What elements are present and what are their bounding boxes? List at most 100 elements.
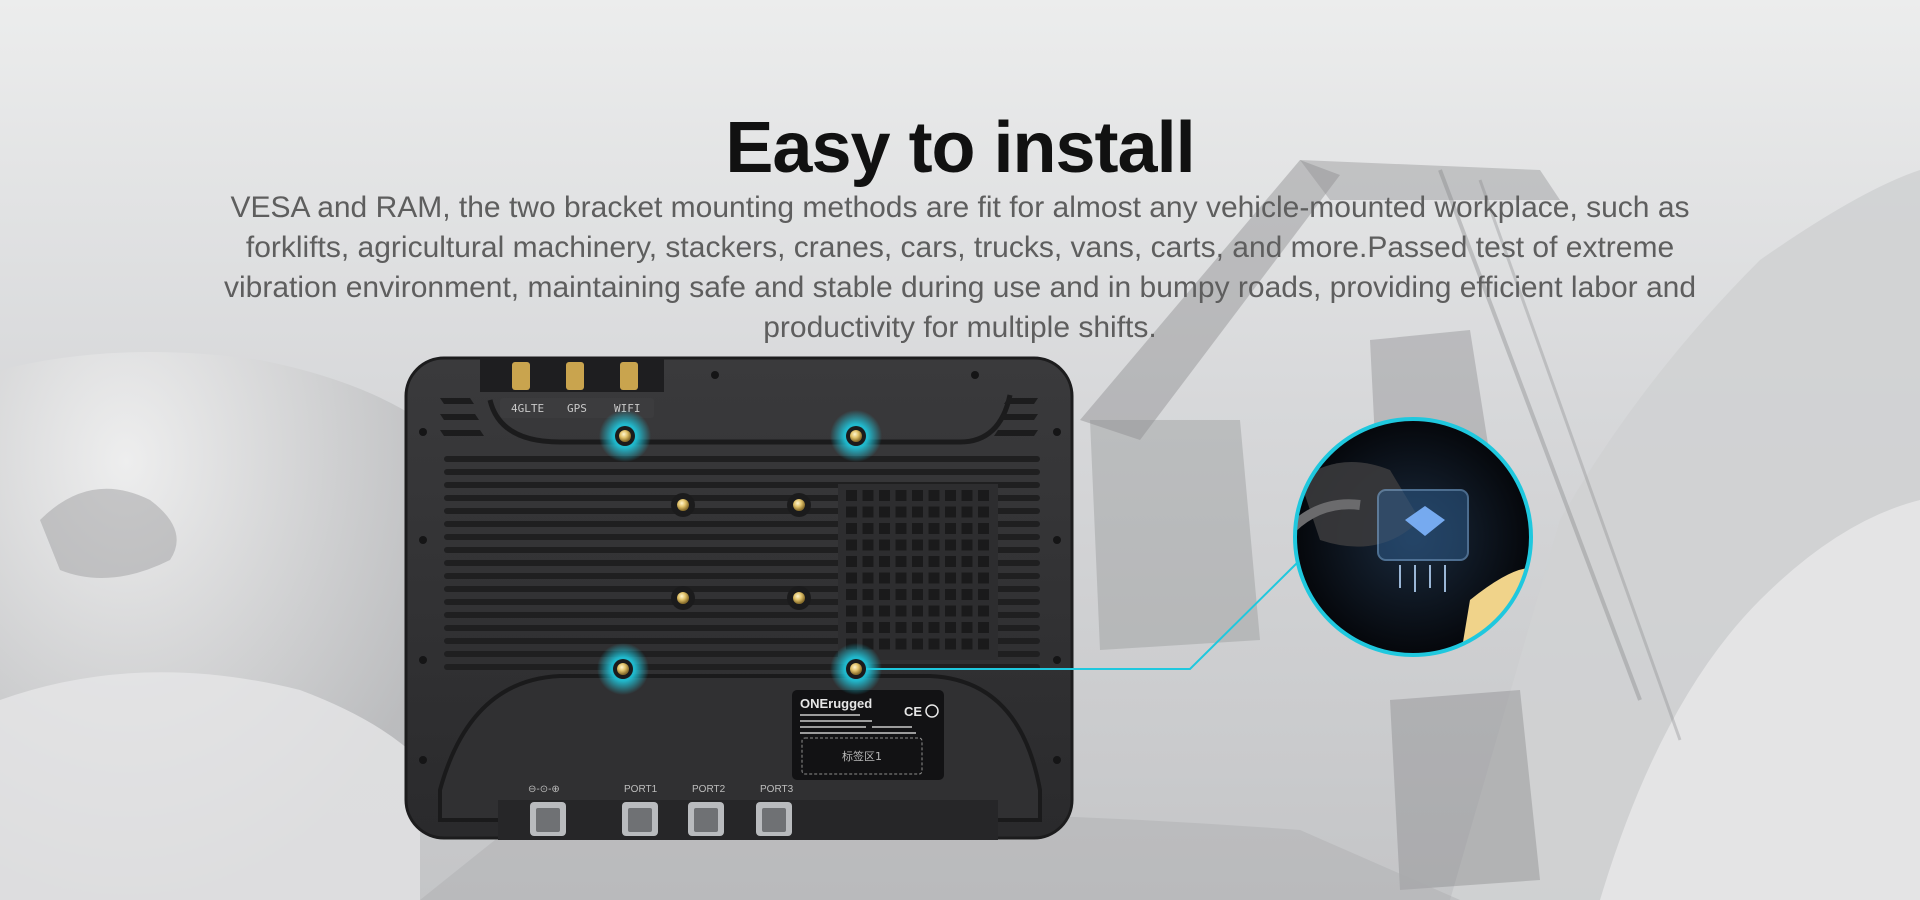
- grille-cell: [978, 490, 989, 501]
- grille-cell: [879, 622, 890, 633]
- grille-cell: [846, 572, 857, 584]
- power-port-symbol: ⊖-⊙-⊕: [528, 784, 560, 795]
- grille-cell: [912, 556, 923, 567]
- grille-cell: [961, 523, 973, 534]
- grille-cell: [928, 572, 940, 584]
- grille-cell: [961, 556, 973, 567]
- grille-cell: [862, 605, 874, 617]
- grille-cell: [846, 539, 857, 551]
- grille-cell: [879, 589, 890, 600]
- grille-cell: [846, 589, 857, 600]
- antenna-label-4glte: 4GLTE: [511, 402, 544, 415]
- grille-cell: [912, 506, 923, 518]
- grille-cell: [895, 506, 907, 518]
- grille-cell: [945, 589, 956, 600]
- grille-cell: [961, 638, 973, 650]
- grille-cell: [895, 490, 907, 501]
- grille-cell: [912, 490, 923, 501]
- grille-cell: [978, 506, 989, 518]
- grille-cell: [978, 589, 989, 600]
- grille-cell: [879, 490, 890, 501]
- grille-cell: [879, 539, 890, 551]
- grille-cell: [862, 523, 874, 534]
- page-description: VESA and RAM, the two bracket mounting m…: [223, 191, 1697, 344]
- grille-cell: [846, 605, 857, 617]
- grille-cell: [912, 589, 923, 600]
- grille-cell: [978, 556, 989, 567]
- grille-cell: [978, 523, 989, 534]
- grille-cell: [895, 605, 907, 617]
- grille-cell: [862, 490, 874, 501]
- grille-cell: [895, 638, 907, 650]
- grille-cell: [895, 572, 907, 584]
- grille-cell: [862, 506, 874, 518]
- grille-cell: [846, 506, 857, 518]
- grille-cell: [961, 622, 973, 633]
- callout-line: [866, 559, 1301, 670]
- grille-cell: [928, 622, 940, 633]
- grille-cell: [862, 622, 874, 633]
- grille-cell: [928, 539, 940, 551]
- grille-cell: [895, 556, 907, 567]
- grille-cell: [862, 539, 874, 551]
- grille-cell: [895, 589, 907, 600]
- label-area-text: 标签区1: [842, 749, 882, 763]
- grille-cell: [895, 622, 907, 633]
- grille-cell: [846, 556, 857, 567]
- grille-cell: [961, 572, 973, 584]
- grille-cell: [945, 638, 956, 650]
- grille-cell: [862, 556, 874, 567]
- grille-cell: [862, 589, 874, 600]
- grille-cell: [928, 506, 940, 518]
- grille-cell: [912, 572, 923, 584]
- mount-detail-inset: [1293, 417, 1533, 657]
- grille-cell: [961, 605, 973, 617]
- grille-cell: [879, 556, 890, 567]
- grille-cell: [912, 638, 923, 650]
- grille-cell: [846, 523, 857, 534]
- grille-cell: [879, 506, 890, 518]
- ram-mount-points: [671, 493, 811, 610]
- cooling-fin: [444, 469, 1040, 475]
- grille-cell: [945, 539, 956, 551]
- grille-cell: [928, 638, 940, 650]
- cooling-fin: [444, 456, 1040, 462]
- grille-cell: [945, 506, 956, 518]
- grille-cell: [945, 556, 956, 567]
- grille-cell: [978, 572, 989, 584]
- grille-cell: [862, 572, 874, 584]
- grille-cell: [895, 539, 907, 551]
- grille-cell: [928, 523, 940, 534]
- grille-cell: [862, 638, 874, 650]
- grille-cell: [879, 572, 890, 584]
- grille-cell: [945, 622, 956, 633]
- grille-cell: [879, 605, 890, 617]
- grille-cell: [928, 490, 940, 501]
- grille-cell: [961, 539, 973, 551]
- brand-logo: ONErugged: [800, 696, 872, 711]
- grille-cell: [978, 605, 989, 617]
- grille-cell: [945, 523, 956, 534]
- port-label-3: PORT3: [760, 784, 794, 795]
- grille-cell: [912, 523, 923, 534]
- grille-cell: [912, 539, 923, 551]
- svg-text:CE: CE: [904, 704, 922, 719]
- grille-cell: [846, 490, 857, 501]
- grille-cell: [879, 523, 890, 534]
- grille-cell: [912, 622, 923, 633]
- antenna-connectors: [512, 362, 638, 390]
- grille-cell: [912, 605, 923, 617]
- spec-label-plate: ONErugged CE 标签区1: [792, 690, 944, 780]
- grille-cell: [945, 605, 956, 617]
- port-label-1: PORT1: [624, 784, 658, 795]
- grille-cell: [978, 622, 989, 633]
- vesa-mount-points: [597, 410, 882, 695]
- antenna-label-gps: GPS: [567, 402, 587, 415]
- grille-cell: [961, 490, 973, 501]
- port-label-2: PORT2: [692, 784, 726, 795]
- grille-cell: [961, 506, 973, 518]
- grille-cell: [846, 622, 857, 633]
- grille-cell: [945, 572, 956, 584]
